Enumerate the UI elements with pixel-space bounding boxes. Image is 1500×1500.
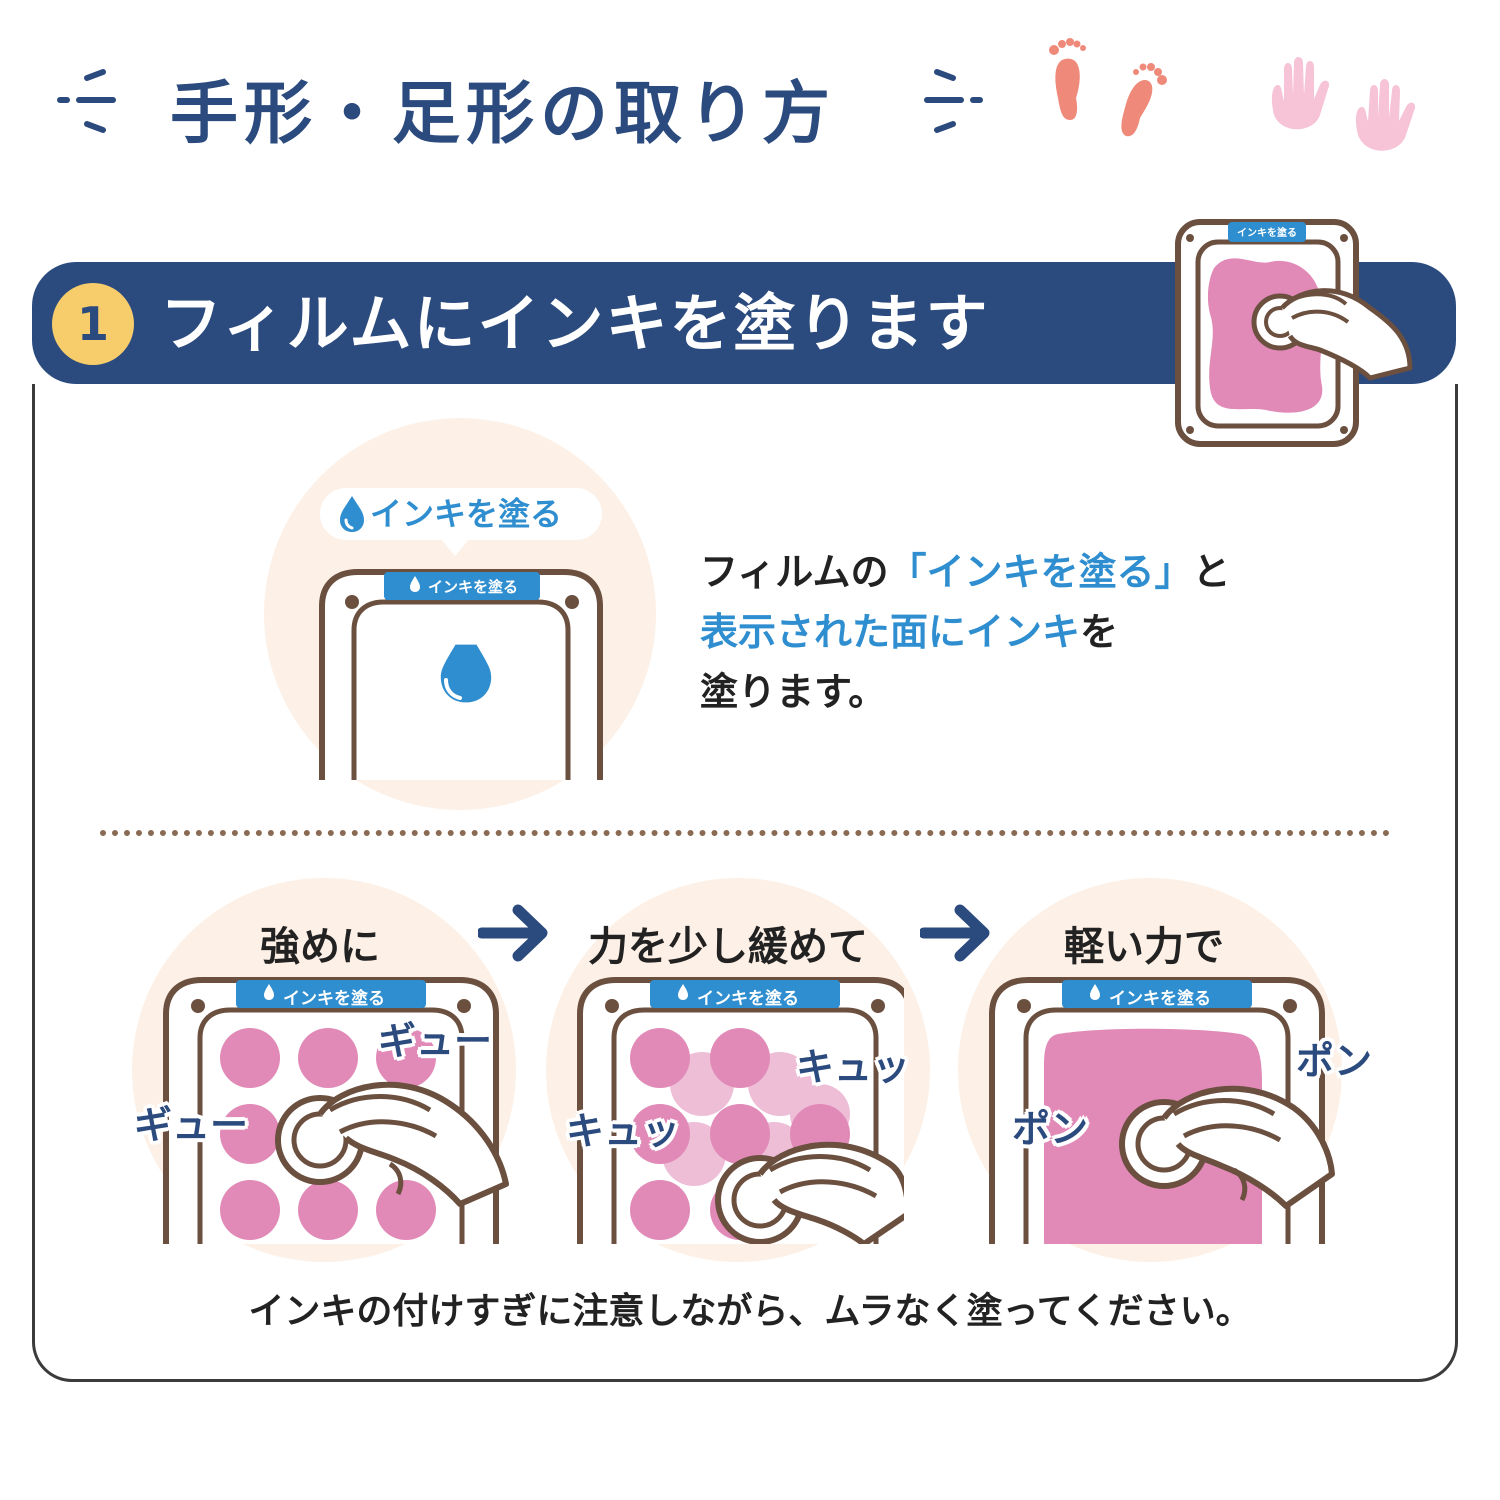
speech-bubble-tail [440,538,470,556]
stage-3-illustration [989,977,1335,1244]
stage-2-label: 力を少し緩めて [588,924,868,970]
water-drop-icon [678,984,688,1000]
stage-3-label: 軽い力で [1064,924,1224,970]
usage-note: インキの付けすぎに注意しながら、ムラなく塗ってください。 [248,1291,1252,1332]
stage-2-film-tag: インキを塗る [697,989,799,1009]
stage-2-sfx-b: キュッ [566,1109,681,1153]
water-drop-icon [1090,984,1100,1000]
stage-3-film-tag: インキを塗る [1109,989,1211,1009]
stage-1-sfx-a: ギュー [378,1019,493,1063]
speed-lines-left-icon [57,69,116,133]
stage-1-film-tag: インキを塗る [283,989,385,1009]
film-drop-illustration [319,569,603,780]
water-drop-icon [410,576,420,592]
film-roller-illustration: インキを塗る [1175,219,1413,447]
stage-3-sfx-a: ポン [1296,1039,1373,1083]
footprints-icon [1049,38,1167,137]
arrow-right-icon [478,904,548,962]
water-drop-icon [340,496,364,532]
stage-1-label: 強めに [260,924,380,970]
step-title: フィルムにインキを塗ります [160,287,990,360]
bubble-label: インキを塗る [370,495,563,533]
handprints-icon [1271,57,1416,151]
stage-3-sfx-b: ポン [1012,1107,1089,1151]
water-drop-icon [264,984,274,1000]
dotted-divider [100,830,1390,836]
step-description: フィルムの「インキを塗る」と 表示された面にインキを 塗ります。 [700,542,1231,722]
description-line-2: 表示された面にインキを [700,610,1119,654]
stage-1-illustration [163,977,509,1244]
stage-2-sfx-a: キュッ [796,1045,911,1089]
step-number-badge: 1 [52,283,134,365]
description-line-3: 塗ります。 [700,670,887,714]
arrow-right-icon [920,904,990,962]
speech-bubble [320,488,602,540]
speed-lines-right-icon [924,69,983,133]
description-line-1: フィルムの「インキを塗る」と [700,550,1231,594]
stage-2-illustration [577,977,904,1244]
stage-1-sfx-b: ギュー [134,1103,249,1147]
film-tag-text: インキを塗る [1237,226,1297,239]
page-title: 手形・足形の取り方 [170,75,837,154]
film-tag-label: インキを塗る [428,578,519,596]
